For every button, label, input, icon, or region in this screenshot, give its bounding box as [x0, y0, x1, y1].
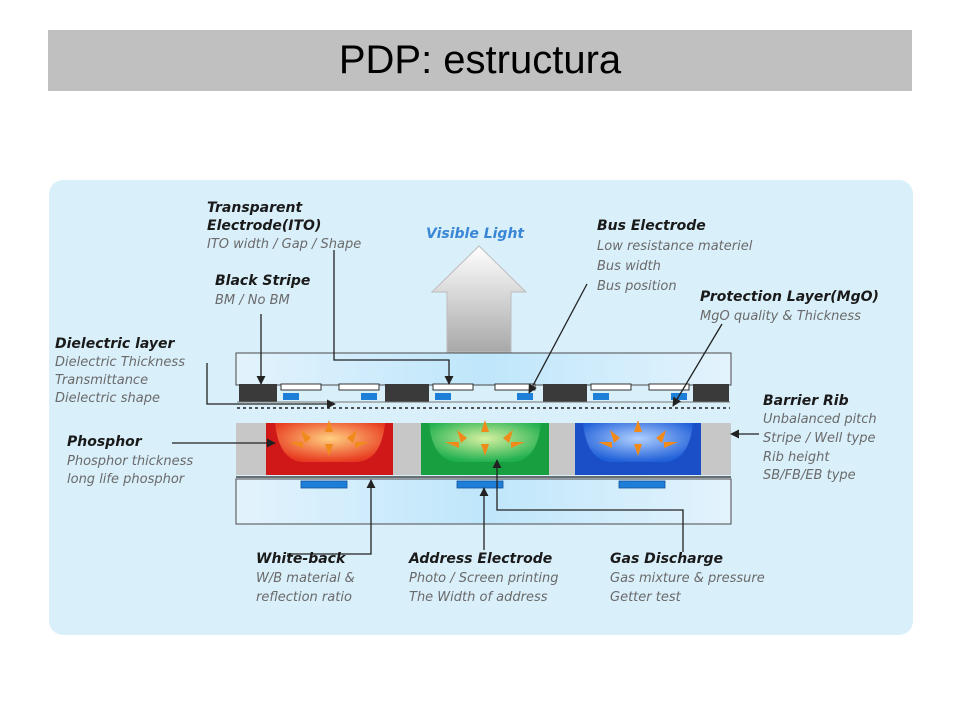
svg-text:Gas Discharge: Gas Discharge [610, 551, 723, 567]
svg-text:Phosphor: Phosphor [67, 434, 143, 450]
bus-electrodes [283, 393, 687, 400]
visible-light-arrow [430, 245, 528, 353]
svg-text:The Width of address: The Width of address [409, 590, 548, 605]
leader-lines [172, 250, 759, 555]
svg-text:Address Electrode: Address Electrode [408, 551, 552, 567]
svg-text:Unbalanced pitch: Unbalanced pitch [763, 412, 877, 427]
svg-text:Getter test: Getter test [610, 590, 682, 605]
svg-text:Dielectric Thickness: Dielectric Thickness [55, 355, 185, 370]
blue-phosphor-cell [575, 420, 701, 475]
svg-text:BM / No BM: BM / No BM [215, 293, 290, 308]
svg-text:reflection ratio: reflection ratio [256, 590, 352, 605]
barrier-ribs [236, 423, 731, 475]
svg-text:Low resistance materiel: Low resistance materiel [597, 239, 753, 254]
svg-text:long life phosphor: long life phosphor [67, 472, 186, 487]
svg-text:Phosphor thickness: Phosphor thickness [67, 454, 193, 469]
label-transparent-electrode: Transparent Electrode(ITO) ITO width / G… [207, 200, 361, 252]
svg-text:Electrode(ITO): Electrode(ITO) [207, 218, 321, 234]
svg-text:Gas mixture & pressure: Gas mixture & pressure [610, 571, 765, 586]
svg-text:Dielectric shape: Dielectric shape [55, 391, 160, 406]
svg-text:Dielectric layer: Dielectric layer [55, 336, 176, 352]
address-electrodes [300, 480, 666, 489]
page-title: PDP: estructura [338, 38, 622, 82]
label-bus-electrode: Bus Electrode Low resistance materiel Bu… [597, 218, 753, 294]
svg-text:MgO quality & Thickness: MgO quality & Thickness [700, 309, 861, 324]
label-phosphor: Phosphor Phosphor thickness long life ph… [67, 434, 193, 487]
svg-text:Barrier Rib: Barrier Rib [763, 393, 849, 409]
red-phosphor-cell [266, 420, 393, 475]
svg-text:Bus Electrode: Bus Electrode [597, 218, 706, 234]
label-black-stripe: Black Stripe BM / No BM [215, 273, 310, 308]
svg-text:Black Stripe: Black Stripe [215, 273, 310, 289]
diagram-panel: Visible Light [49, 180, 913, 635]
svg-text:Rib height: Rib height [763, 450, 830, 465]
label-dielectric-layer: Dielectric layer Dielectric Thickness Tr… [55, 336, 185, 406]
svg-text:ITO width / Gap / Shape: ITO width / Gap / Shape [207, 237, 361, 252]
svg-text:White-back: White-back [256, 551, 347, 567]
svg-text:Protection Layer(MgO): Protection Layer(MgO) [700, 289, 879, 305]
svg-text:Transmittance: Transmittance [55, 373, 148, 388]
svg-text:Stripe / Well type: Stripe / Well type [763, 431, 875, 446]
green-phosphor-cell [421, 420, 549, 475]
pdp-structure-diagram: Visible Light [55, 200, 879, 605]
svg-text:SB/FB/EB type: SB/FB/EB type [763, 468, 856, 483]
svg-text:Bus position: Bus position [597, 279, 677, 294]
label-gas-discharge: Gas Discharge Gas mixture & pressure Get… [610, 551, 765, 605]
label-white-back: White-back W/B material & reflection rat… [256, 551, 355, 605]
svg-text:Transparent: Transparent [207, 200, 303, 216]
svg-text:W/B material &: W/B material & [256, 571, 355, 586]
label-address-electrode: Address Electrode Photo / Screen printin… [408, 551, 559, 605]
front-glass [235, 352, 732, 386]
black-stripes [239, 384, 729, 402]
label-barrier-rib: Barrier Rib Unbalanced pitch Stripe / We… [763, 393, 877, 483]
visible-light-label: Visible Light [426, 226, 525, 242]
title-bar: PDP: estructura [48, 30, 912, 91]
svg-text:Photo / Screen printing: Photo / Screen printing [409, 571, 559, 586]
label-protection-layer: Protection Layer(MgO) MgO quality & Thic… [700, 289, 879, 324]
svg-text:Bus width: Bus width [597, 259, 661, 274]
